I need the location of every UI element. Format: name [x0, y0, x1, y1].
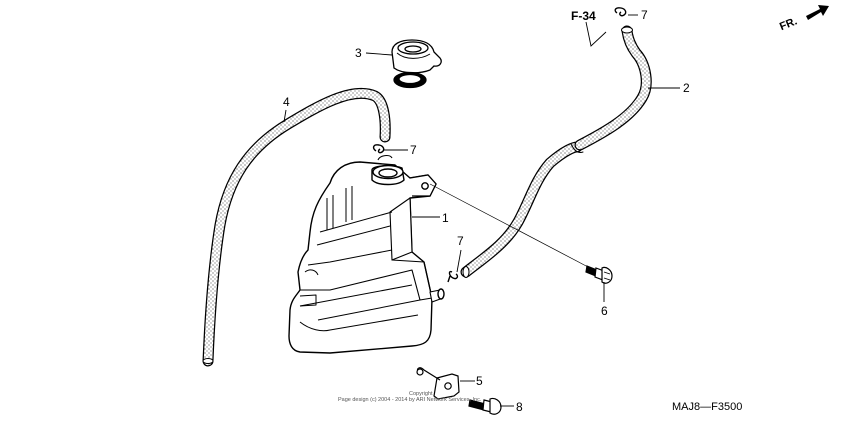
callout-8: 8 — [516, 400, 523, 414]
overflow-hose — [202, 87, 391, 367]
stay-bracket-5 — [416, 367, 460, 400]
reservoir-tank — [288, 155, 445, 354]
callout-5: 5 — [476, 374, 483, 388]
hose-clips — [372, 7, 627, 283]
copyright-line-1: Copyright — [409, 391, 433, 397]
bolt-8 — [468, 397, 502, 415]
diagram-code: MAJ8—F3500 — [672, 401, 743, 413]
callout-7-top: 7 — [641, 8, 648, 22]
callout-3: 3 — [355, 46, 362, 60]
bolt-6 — [585, 265, 613, 284]
callout-1: 1 — [442, 211, 449, 225]
callout-7-middle: 7 — [457, 234, 464, 248]
copyright-line-2: Page design (c) 2004 - 2014 by ARI Netwo… — [338, 397, 482, 403]
siphon-hose — [202, 25, 652, 364]
reservoir-cap — [391, 39, 442, 89]
callout-4: 4 — [283, 95, 290, 109]
callout-2: 2 — [683, 81, 690, 95]
front-arrow — [806, 5, 829, 20]
callout-7-upper: 7 — [410, 143, 417, 157]
callout-6: 6 — [601, 304, 608, 318]
leader-lines — [283, 14, 680, 407]
reference-label: F-34 — [571, 9, 596, 23]
